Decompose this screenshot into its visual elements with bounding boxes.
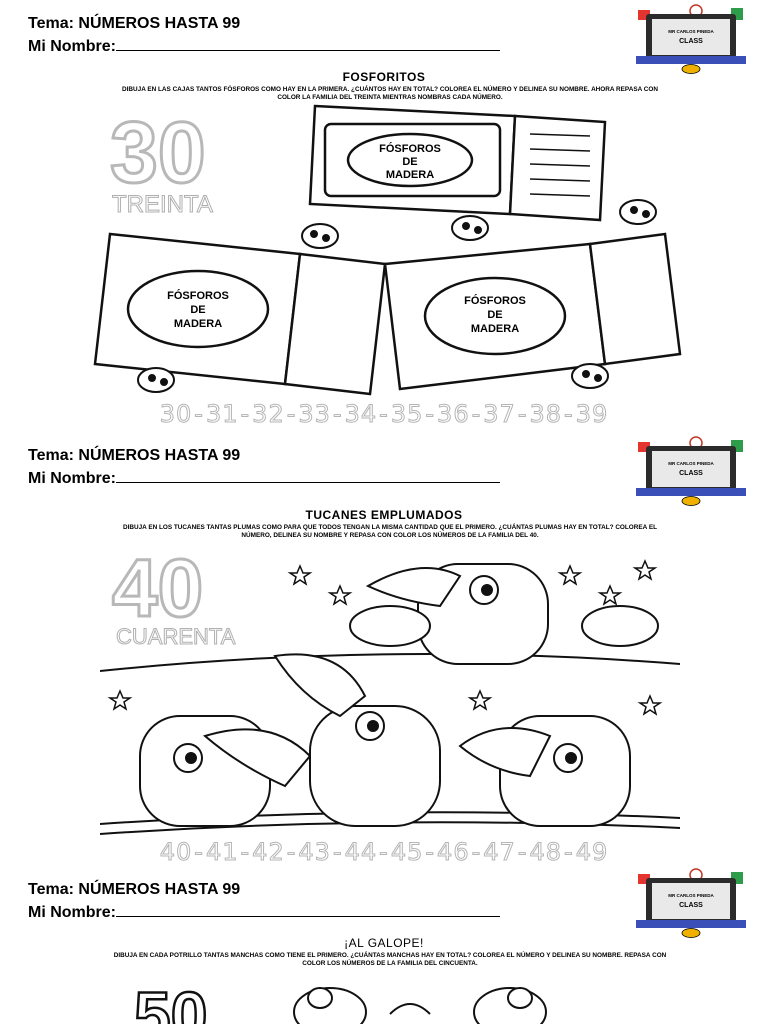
big-number-outline: 30 — [110, 105, 206, 201]
box-label-3b: MADERA — [174, 318, 222, 330]
box-label-1c: FÓSFOROS — [464, 294, 526, 307]
nombre-label: Mi Nombre: — [28, 904, 116, 921]
sequence-dash: - — [564, 400, 574, 429]
sequence-dash: - — [517, 838, 528, 867]
sequence-dash: - — [564, 838, 574, 867]
tema-line: Tema: NÚMEROS HASTA 99 — [28, 881, 241, 898]
number-word-outline: CUARENTA — [116, 624, 236, 649]
sequence-number: 43 — [298, 838, 331, 867]
matchbox-illustration: 30 TREINTA FÓSFOROS DE MADERA FÓSFOROS D… — [93, 104, 682, 396]
sequence-dash: - — [194, 400, 204, 429]
sequence-number: 46 — [437, 838, 470, 867]
box-label-2c: DE — [487, 309, 502, 321]
worksheet-instructions: DIBUJA EN LOS TUCANES TANTAS PLUMAS COMO… — [123, 524, 657, 539]
sequence-dash: - — [425, 400, 436, 429]
sequence-dash: - — [286, 838, 297, 867]
number-sequence: 40-41-42-43-44-45-46-47-48-49 — [0, 838, 768, 867]
worksheet-title: FOSFORITOS — [342, 70, 426, 84]
sequence-number: 41 — [205, 838, 239, 867]
name-blank[interactable] — [116, 36, 500, 51]
nombre-label: Mi Nombre: — [28, 470, 116, 487]
sequence-number: 37 — [483, 400, 516, 429]
sequence-dash: - — [471, 838, 482, 867]
pony-illustration: 50 — [133, 977, 547, 1024]
class-badge-logo: MR CARLOS PINEDA CLASS — [636, 436, 746, 506]
sequence-number: 44 — [344, 838, 378, 867]
badge-line1: MR CARLOS PINEDA — [668, 893, 714, 898]
sequence-number: 49 — [575, 838, 609, 867]
ladybug-icons — [137, 199, 657, 393]
worksheet-2: Tema: NÚMEROS HASTA 99 Mi Nombre: MR CAR… — [0, 432, 768, 867]
box-label-2b: DE — [190, 304, 205, 316]
sequence-number: 45 — [390, 838, 424, 867]
name-blank[interactable] — [116, 468, 500, 483]
box-label-1: FÓSFOROS — [379, 142, 441, 155]
sequence-dash: - — [286, 400, 297, 429]
sequence-number: 48 — [529, 838, 563, 867]
box-label-3: MADERA — [386, 169, 434, 181]
box-label-1b: FÓSFOROS — [167, 289, 229, 302]
number-sequence: 30-31-32-33-34-35-36-37-38-39 — [0, 400, 768, 429]
sequence-number: 33 — [298, 400, 331, 429]
sequence-number: 39 — [575, 400, 609, 429]
name-blank[interactable] — [116, 902, 500, 917]
big-number-outline: 40 — [112, 546, 203, 634]
sequence-dash: - — [425, 838, 436, 867]
sequence-dash: - — [240, 838, 251, 867]
worksheet-title: TUCANES EMPLUMADOS — [305, 508, 463, 522]
sequence-dash: - — [332, 400, 343, 429]
sequence-dash: - — [240, 400, 251, 429]
sequence-number: 32 — [252, 400, 285, 429]
sequence-number: 42 — [252, 838, 285, 867]
class-badge-logo: MR CARLOS PINEDA CLASS — [636, 868, 746, 938]
worksheet-instructions: DIBUJA EN CADA POTRILLO TANTAS MANCHAS C… — [113, 952, 667, 967]
badge-line2: CLASS — [679, 902, 703, 909]
sequence-number: 36 — [437, 400, 470, 429]
worksheet-instructions: DIBUJA EN LAS CAJAS TANTOS FÓSFOROS COMO… — [122, 86, 658, 101]
nombre-label: Mi Nombre: — [28, 38, 116, 55]
sequence-dash: - — [471, 400, 482, 429]
badge-line1: MR CARLOS PINEDA — [668, 461, 714, 466]
sequence-number: 35 — [390, 400, 424, 429]
toucan-illustration: 40 CUARENTA — [100, 546, 680, 835]
nombre-line: Mi Nombre: — [28, 468, 500, 489]
sequence-number: 30 — [159, 400, 193, 429]
sequence-dash: - — [332, 838, 343, 867]
sequence-number: 34 — [344, 400, 378, 429]
nombre-line: Mi Nombre: — [28, 902, 500, 923]
badge-line2: CLASS — [679, 38, 703, 45]
sequence-number: 47 — [483, 838, 516, 867]
sequence-number: 40 — [159, 838, 193, 867]
box-label-3c: MADERA — [471, 323, 519, 335]
tema-line: Tema: NÚMEROS HASTA 99 — [28, 15, 241, 32]
class-badge-logo: MR CARLOS PINEDA CLASS — [636, 4, 746, 74]
box-label-2: DE — [402, 156, 417, 168]
sequence-dash: - — [517, 400, 528, 429]
tema-line: Tema: NÚMEROS HASTA 99 — [28, 447, 241, 464]
star-icons — [107, 559, 663, 716]
sequence-dash: - — [379, 400, 389, 429]
badge-line2: CLASS — [679, 470, 703, 477]
big-number-outline: 50 — [134, 978, 207, 1024]
worksheet-1: Tema: NÚMEROS HASTA 99 Mi Nombre: MR CAR… — [0, 0, 768, 432]
nombre-line: Mi Nombre: — [28, 36, 500, 57]
sequence-dash: - — [194, 838, 204, 867]
number-word-outline: TREINTA — [112, 191, 213, 218]
sequence-number: 31 — [205, 400, 239, 429]
worksheet-3: Tema: NÚMEROS HASTA 99 Mi Nombre: MR CAR… — [0, 864, 768, 1024]
badge-line1: MR CARLOS PINEDA — [668, 29, 714, 34]
sequence-dash: - — [379, 838, 389, 867]
worksheet-title: ¡AL GALOPE! — [344, 936, 424, 950]
sequence-number: 38 — [529, 400, 563, 429]
